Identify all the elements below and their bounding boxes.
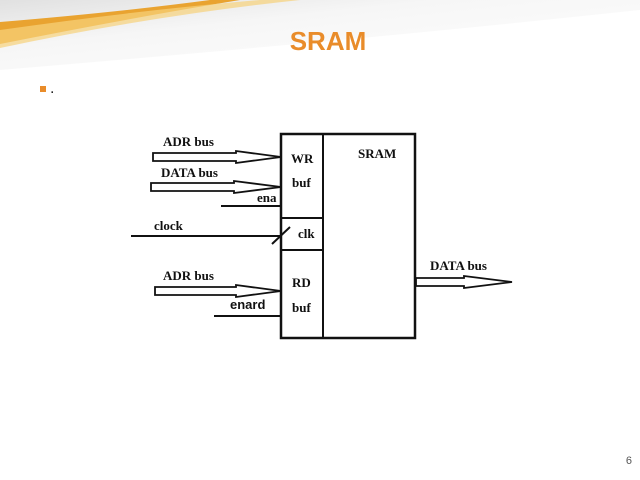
ena-label: ena: [257, 190, 277, 205]
adr-bus-read-label: ADR bus: [163, 268, 214, 283]
wr-label: WR: [291, 151, 314, 166]
clock-edge-marker: [271, 226, 291, 245]
slide-title: SRAM: [289, 26, 367, 56]
top-swoosh-orange: [0, 0, 240, 44]
top-swoosh-yellow: [0, 0, 300, 48]
data-bus-out-arrow: [415, 274, 513, 290]
enard-label: enard: [230, 297, 265, 312]
sram-block: [279, 132, 417, 340]
data-bus-in-arrow: [150, 179, 282, 195]
sram-block-label: SRAM: [358, 146, 396, 161]
adr-bus-read-arrow: [154, 283, 282, 299]
data-bus-out-label: DATA bus: [430, 258, 487, 273]
adr-bus-write-arrow: [152, 149, 282, 165]
page-number: 6: [625, 455, 632, 467]
clk-label: clk: [298, 226, 315, 241]
rd-label: RD: [292, 275, 311, 290]
adr-bus-write-label: ADR bus: [163, 134, 214, 149]
clock-label: clock: [154, 218, 184, 233]
bullet-marker: [40, 86, 46, 92]
bullet-text: .: [50, 80, 55, 97]
wr-buf-label: buf: [292, 175, 311, 190]
data-bus-in-label: DATA bus: [161, 165, 218, 180]
rd-buf-label: buf: [292, 300, 311, 315]
